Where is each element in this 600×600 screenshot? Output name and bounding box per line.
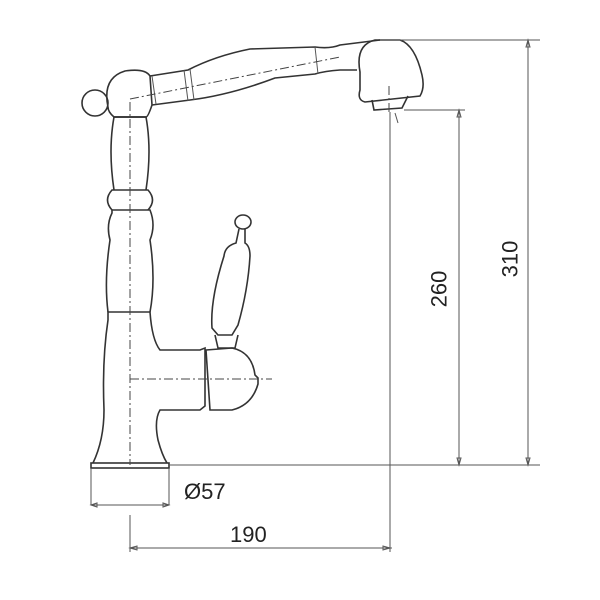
faucet-base bbox=[90, 462, 170, 505]
reach-dimension-label: 190 bbox=[230, 522, 267, 547]
center-lines bbox=[129, 56, 390, 465]
base-diameter-label: Ø57 bbox=[184, 479, 226, 504]
spout-height-dimension-label: 260 bbox=[426, 270, 452, 308]
faucet-spout-arm bbox=[149, 39, 381, 106]
faucet-body bbox=[92, 116, 206, 464]
faucet-head bbox=[81, 69, 153, 118]
dimension-lines bbox=[89, 38, 540, 552]
faucet-lever-handle bbox=[205, 214, 259, 411]
total-height-dimension-label: 310 bbox=[497, 240, 523, 278]
faucet-shower-head bbox=[358, 39, 424, 111]
